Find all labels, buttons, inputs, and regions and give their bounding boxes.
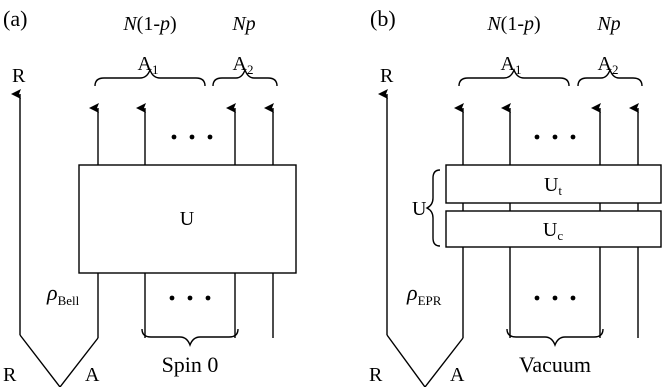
panel-a-ellipsis-dot xyxy=(189,134,195,140)
panel-b-count-left: N(1-p) xyxy=(486,13,540,35)
panel-b-unitary-top-box xyxy=(445,164,662,204)
panel-b-ellipsis-dot xyxy=(552,134,558,140)
panel-b-ellipsis-dot xyxy=(570,295,576,301)
panel-b-brace-right xyxy=(577,68,643,87)
panel-a-tag: (a) xyxy=(3,6,27,31)
panel-a-count-right: Np xyxy=(231,13,255,35)
panel-a-count-left: N(1-p) xyxy=(122,13,176,35)
panel-a-ellipsis-dot xyxy=(205,295,211,301)
panel-a-entangled-pair xyxy=(19,334,99,387)
panel-a-brace-right xyxy=(212,68,278,87)
panel-a-reference-label: R xyxy=(12,65,26,87)
panel-a-ellipsis-dot xyxy=(171,134,177,140)
panel-a-unitary-box xyxy=(78,164,297,274)
panel-b-unitary-bottom-label: Uc xyxy=(543,219,563,243)
panel-a-bottom-right-label: A xyxy=(85,364,100,386)
panel-b-unitary-label: U xyxy=(412,198,427,220)
panel-b-reference-label: R xyxy=(380,65,394,87)
panel-b-entangled-pair xyxy=(386,334,464,387)
panel-a-brace-bottom xyxy=(141,328,239,347)
panel-a-group-right: A2 xyxy=(233,53,254,77)
panel-b-brace-bottom xyxy=(506,328,604,347)
panel-a-ellipsis-dot xyxy=(169,295,175,301)
panel-b-input-label: Vacuum xyxy=(519,352,591,377)
panel-b-brace-unitary xyxy=(425,169,441,247)
panel-a: (a) N(1-p) Np A1 A2 R U Spin 0 xyxy=(3,6,297,387)
panel-b-ellipsis-dot xyxy=(534,295,540,301)
panel-b-bottom-left-label: R xyxy=(369,364,383,386)
panel-a-group-left: A1 xyxy=(138,53,159,77)
panel-b-state-label: ρEPR xyxy=(406,280,442,308)
panel-a-ellipsis-dot xyxy=(207,134,213,140)
panel-b-bottom-right-label: A xyxy=(450,364,465,386)
panel-b-group-left: A1 xyxy=(501,53,522,77)
panel-a-state-label: ρBell xyxy=(46,280,80,308)
panel-b-ellipsis-dot xyxy=(570,134,576,140)
panel-b-unitary-top-label: Ut xyxy=(544,174,562,198)
panel-a-bottom-left-label: R xyxy=(3,364,17,386)
panel-b-ellipsis-dot xyxy=(534,134,540,140)
panel-b-unitary-bottom-box xyxy=(445,210,662,248)
panel-b-tag: (b) xyxy=(370,6,396,31)
panel-b-count-right: Np xyxy=(596,13,620,35)
panel-b-brace-left xyxy=(458,68,570,87)
panel-a-brace-left xyxy=(94,68,206,87)
panel-b: (b) N(1-p) Np A1 A2 R Ut Uc U xyxy=(369,6,662,387)
panel-a-unitary-label: U xyxy=(180,208,195,230)
panel-a-ellipsis-dot xyxy=(187,295,193,301)
panel-a-input-label: Spin 0 xyxy=(162,352,219,377)
panel-b-ellipsis-dot xyxy=(552,295,558,301)
panel-b-group-right: A2 xyxy=(598,53,619,77)
